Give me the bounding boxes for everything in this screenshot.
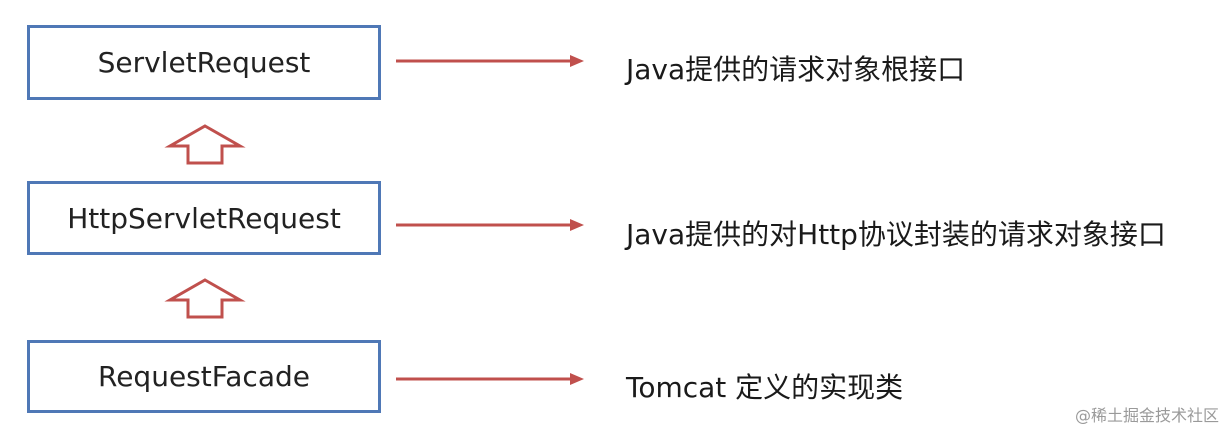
description-httpservletrequest: Java提供的对Http协议封装的请求对象接口: [626, 218, 1166, 251]
description-requestfacade: Tomcat 定义的实现类: [626, 371, 904, 404]
inheritance-arrow-lower: [164, 278, 246, 319]
inheritance-arrow-upper: [164, 124, 246, 165]
pointer-arrow-servletrequest: [396, 55, 584, 67]
node-label: RequestFacade: [98, 360, 310, 393]
pointer-arrow-httpservletrequest: [396, 219, 584, 231]
pointer-arrow-requestfacade: [396, 373, 584, 385]
node-label: ServletRequest: [97, 46, 311, 79]
description-servletrequest: Java提供的请求对象根接口: [626, 53, 966, 86]
node-httpservletrequest: HttpServletRequest: [27, 181, 381, 255]
node-label: HttpServletRequest: [67, 201, 341, 235]
node-servletrequest: ServletRequest: [27, 25, 381, 100]
node-requestfacade: RequestFacade: [27, 340, 381, 413]
watermark: @稀土掘金技术社区: [1074, 406, 1219, 425]
